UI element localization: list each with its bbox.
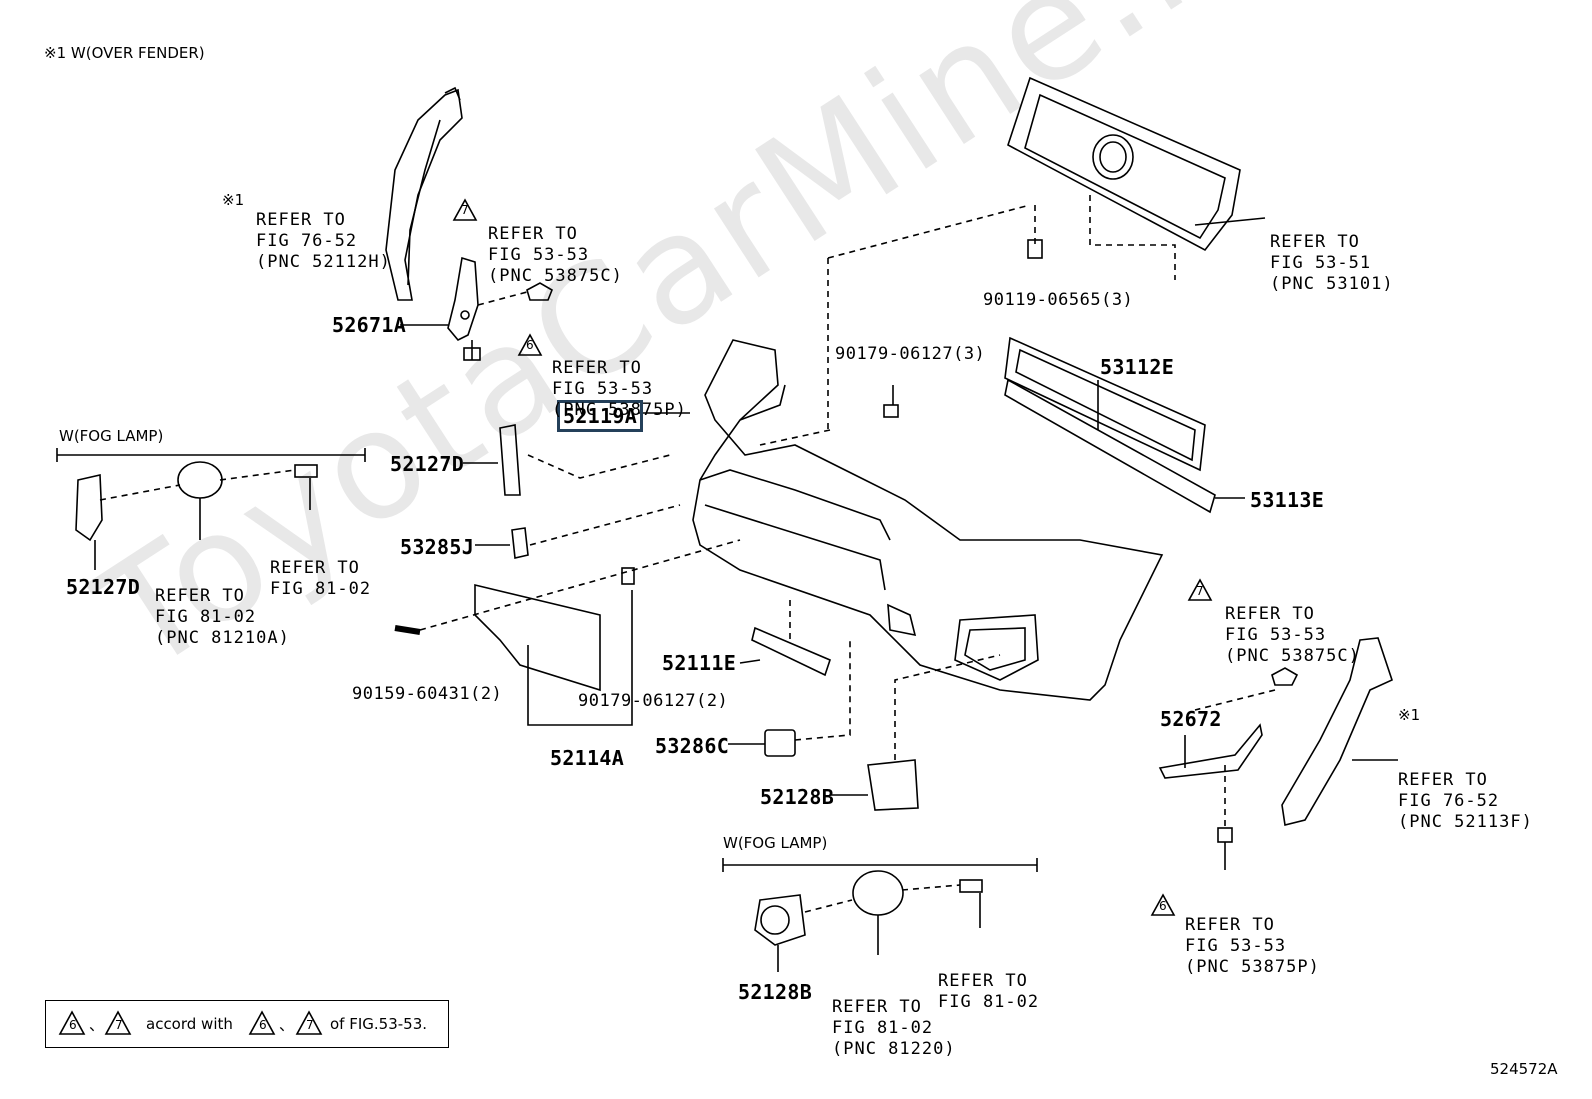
fog-bolt-left: [294, 464, 318, 478]
note-tri6-a: 6: [69, 1018, 77, 1032]
clip-7-left: [526, 282, 553, 301]
part-52127D-fog[interactable]: 52127D: [66, 575, 141, 599]
clip-6-right: [1217, 827, 1233, 843]
tri7-label-left: 7: [461, 203, 469, 217]
grille-53113E: [1004, 378, 1216, 514]
figure-code: 524572A: [1490, 1060, 1558, 1078]
tri6-label-right: 6: [1159, 899, 1167, 913]
part-52127D-upper[interactable]: 52127D: [390, 452, 465, 476]
bracket-52671A: [447, 256, 479, 341]
mark-1-left: ※1: [222, 191, 245, 209]
part-52114A[interactable]: 52114A: [550, 746, 625, 770]
fastener-90179-3[interactable]: 90179-06127(3): [835, 344, 986, 364]
clip-6-left: [463, 347, 481, 361]
part-52128B-upper[interactable]: 52128B: [760, 785, 835, 809]
part-53285J[interactable]: 53285J: [400, 535, 475, 559]
fog-group-right-bracket: [722, 858, 1038, 872]
mark-1-right: ※1: [1398, 706, 1421, 724]
cap-53286C: [764, 729, 796, 757]
over-fender-left: [385, 86, 463, 301]
fog-group-title-right: W(FOG LAMP): [723, 834, 828, 852]
bolt-90119: [1027, 239, 1043, 259]
part-53112E[interactable]: 53112E: [1100, 355, 1175, 379]
bracket-52127D: [499, 424, 521, 496]
part-52671A[interactable]: 52671A: [332, 313, 407, 337]
tri6-label-left: 6: [526, 338, 534, 352]
bumper-cover-52119A: [692, 339, 1164, 701]
license-bracket-52114A: [474, 583, 601, 692]
fog-cover-52128B: [754, 894, 806, 946]
note-tri6-b: 6: [259, 1018, 267, 1032]
bolt-90159: [394, 625, 421, 635]
note-sep-a: 、: [89, 1016, 105, 1034]
fastener-90119[interactable]: 90119-06565(3): [983, 290, 1134, 310]
note-of-fig: of FIG.53-53.: [330, 1015, 428, 1033]
part-52672[interactable]: 52672: [1160, 707, 1222, 731]
bracket-52672: [1158, 723, 1263, 779]
clip-7-right: [1271, 667, 1299, 686]
clip-90179-3: [883, 404, 899, 418]
fastener-90179-2[interactable]: 90179-06127(2): [578, 691, 729, 711]
fog-lamp-left: [177, 461, 223, 499]
part-52119A[interactable]: 52119A: [557, 400, 644, 432]
strip-52111E: [751, 626, 831, 677]
note-accord: accord with: [146, 1015, 233, 1033]
tri7-label-right: 7: [1196, 584, 1204, 598]
note-tri7-b: 7: [306, 1018, 314, 1032]
note-sep-b: 、: [279, 1016, 295, 1034]
fog-lamp-right: [852, 870, 904, 916]
triangle-marks: [58, 198, 1213, 1035]
cover-52128B: [867, 759, 919, 811]
part-53286C[interactable]: 53286C: [655, 734, 730, 758]
fastener-90159[interactable]: 90159-60431(2): [352, 684, 503, 704]
cap-53285J: [511, 527, 529, 559]
header-note: ※1 W(OVER FENDER): [44, 44, 205, 62]
note-tri7-a: 7: [115, 1018, 123, 1032]
clip-90179-2: [621, 567, 635, 585]
over-fender-right: [1281, 637, 1393, 826]
fog-cover-52127D: [75, 474, 103, 542]
fog-group-title-left: W(FOG LAMP): [59, 427, 164, 445]
fog-bolt-right: [959, 879, 983, 893]
part-52128B-fog[interactable]: 52128B: [738, 980, 813, 1004]
grille-53112E: [1004, 336, 1206, 472]
fog-group-left-bracket: [56, 448, 366, 462]
part-52111E[interactable]: 52111E: [662, 651, 737, 675]
part-53113E[interactable]: 53113E: [1250, 488, 1325, 512]
triangle-note-box: 6 、 7 accord with 6 、 7 of FIG.53-53.: [45, 1000, 449, 1048]
